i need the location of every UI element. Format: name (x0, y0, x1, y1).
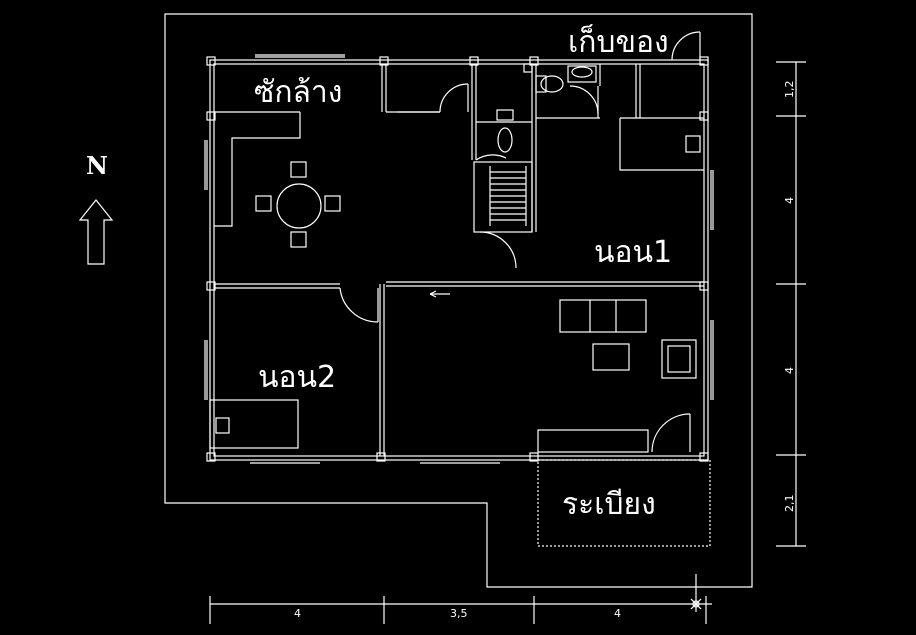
outer-walls (209, 59, 709, 461)
north-label: N (86, 151, 108, 180)
dim-right-4: 2,1 (783, 495, 796, 513)
dim-right-3: 4 (783, 367, 796, 374)
room-label-storage: เก็บของ (568, 23, 669, 60)
dim-right-1: 1,2 (783, 81, 796, 99)
room-label-laundry: ซักล้าง (254, 75, 342, 110)
interior-walls (214, 64, 704, 456)
site-boundary (164, 13, 753, 588)
room-label-bedroom2: นอน2 (258, 360, 336, 395)
room-label-veranda: ระเบียง (562, 487, 656, 522)
bedroom1-furniture (619, 118, 704, 171)
living-furniture (537, 299, 697, 453)
bathroom-fixtures (496, 63, 597, 153)
doors (339, 31, 701, 453)
windows (204, 54, 714, 464)
north-arrow-icon (78, 199, 114, 265)
veranda-outline (537, 459, 711, 547)
stair-treads (489, 166, 527, 226)
dim-right-2: 4 (783, 197, 796, 204)
bedroom2-bed (209, 399, 299, 449)
bottom-dimension (209, 574, 712, 624)
right-dimension (776, 61, 806, 547)
dim-bottom-3: 4 (614, 607, 621, 620)
room-label-bedroom1: นอน1 (594, 235, 672, 270)
dim-bottom-2: 3,5 (450, 607, 468, 620)
dining-set (255, 161, 341, 248)
dim-bottom-1: 4 (294, 607, 301, 620)
